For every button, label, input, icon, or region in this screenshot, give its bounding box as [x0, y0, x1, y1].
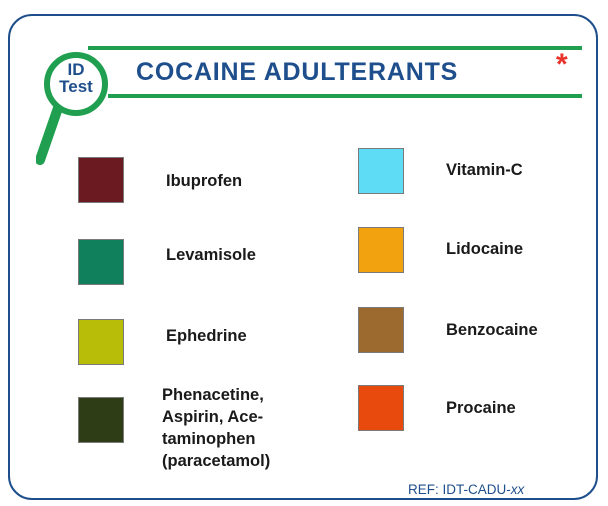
- header-rule-bottom: [108, 94, 582, 98]
- reference-code: REF: IDT-CADU-xx: [408, 482, 524, 497]
- label-vitamin-c: Vitamin-C: [446, 161, 523, 179]
- swatch-benzocaine: [358, 307, 404, 353]
- swatch-phenacetine-aspirin-acetaminophen: [78, 397, 124, 443]
- reference-code-prefix: REF: IDT-CADU-: [408, 482, 511, 497]
- label-line: taminophen: [162, 430, 256, 448]
- swatch-levamisole: [78, 239, 124, 285]
- swatch-lidocaine: [358, 227, 404, 273]
- label-line: Phenacetine,: [162, 386, 264, 404]
- label-ephedrine: Ephedrine: [166, 327, 247, 345]
- title-asterisk: *: [556, 48, 568, 81]
- label-line: Aspirin, Ace-: [162, 408, 264, 426]
- swatch-vitamin-c: [358, 148, 404, 194]
- logo-text-id: ID: [67, 60, 85, 79]
- label-levamisole: Levamisole: [166, 246, 256, 264]
- page-title: COCAINE ADULTERANTS: [136, 58, 459, 86]
- header-rule-top: [88, 46, 582, 50]
- label-benzocaine: Benzocaine: [446, 321, 538, 339]
- label-line: (paracetamol): [162, 452, 271, 470]
- label-phenacetine-aspirin-acetaminophen: Phenacetine, Aspirin, Ace- taminophen (p…: [162, 384, 270, 472]
- reference-code-suffix: xx: [510, 482, 525, 497]
- swatch-procaine: [358, 385, 404, 431]
- label-lidocaine: Lidocaine: [446, 240, 524, 258]
- swatch-ibuprofen: [78, 157, 124, 203]
- label-procaine: Procaine: [446, 399, 516, 417]
- label-ibuprofen: Ibuprofen: [166, 172, 243, 190]
- logo-text-test: Test: [59, 77, 93, 96]
- magnifier-logo-icon: [36, 52, 108, 165]
- swatch-ephedrine: [78, 319, 124, 365]
